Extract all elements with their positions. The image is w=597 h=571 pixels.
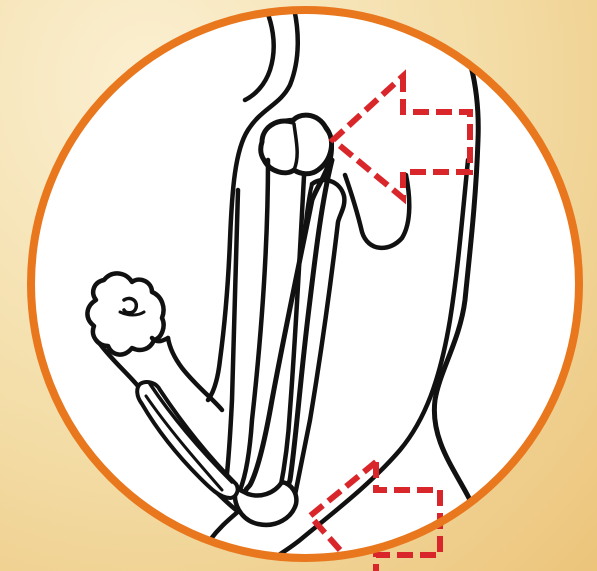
illustration-canvas — [0, 0, 597, 571]
arm-diagram — [0, 0, 597, 571]
